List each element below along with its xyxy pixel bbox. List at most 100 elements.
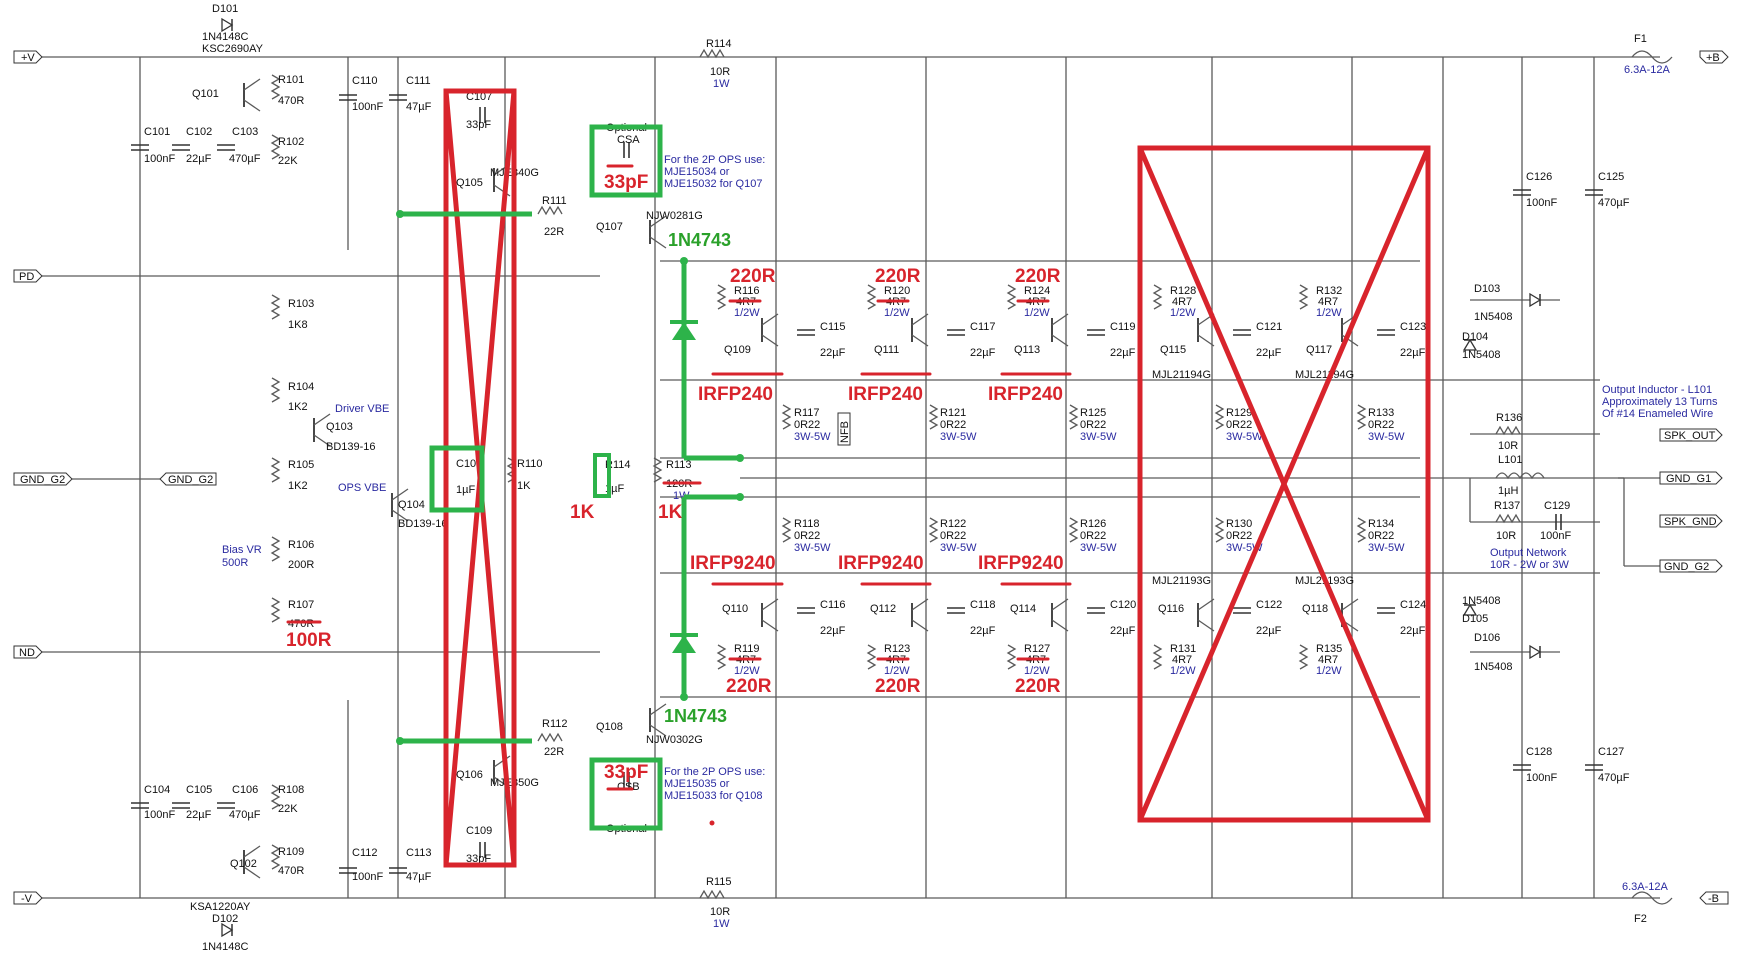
label-q105: Q105: [456, 177, 483, 189]
label-c101: C101: [144, 126, 170, 138]
label-c105-value: 22µF: [186, 809, 212, 821]
label-c111-value: 47µF: [406, 101, 432, 113]
label-r117: R117: [794, 407, 819, 419]
label-r128-watt: 1/2W: [1170, 307, 1196, 319]
label-d106-value: 1N5408: [1474, 661, 1513, 673]
label-r117-watt: 3W-5W: [794, 431, 831, 443]
label-c112-value: 100nF: [352, 871, 383, 883]
label-r107-value: 470R: [288, 618, 314, 630]
label-q101-type: KSC2690AY: [202, 43, 264, 55]
value-strikethroughs: [286, 164, 1072, 791]
label-f2: F2: [1634, 913, 1647, 925]
label-c124: C124: [1400, 599, 1426, 611]
label-q107-type: NJW0281G: [646, 210, 703, 222]
resistor-icon: [1006, 644, 1017, 670]
label-r136-value: 10R: [1498, 440, 1518, 452]
diode-symbols: [221, 17, 1542, 938]
label-c123: C123: [1400, 321, 1426, 333]
label-c129: C129: [1544, 500, 1570, 512]
label-r128: R128: [1170, 285, 1196, 297]
resistor-icon: [1298, 644, 1309, 670]
label-ops2p-top2: MJE15034 or: [664, 166, 730, 178]
label-c122: C122: [1256, 599, 1282, 611]
label-r103: R103: [288, 298, 314, 310]
label-c107-value: 33pF: [466, 119, 491, 131]
port-bplus: +B: [1699, 50, 1729, 64]
label-c127-value: 470µF: [1598, 772, 1630, 784]
transistor-icon: [911, 598, 929, 611]
label-r121: R121: [940, 407, 966, 419]
label-c126-value: 100nF: [1526, 197, 1557, 209]
label-ind-note2: Approximately 13 Turns: [1602, 396, 1718, 408]
diode-icon: [221, 17, 234, 33]
label-l101: L101: [1498, 454, 1522, 466]
label-c122-value: 22µF: [1256, 625, 1282, 637]
resistor-icon: [1068, 404, 1079, 430]
resistor-icon: [270, 294, 281, 320]
label-d103: D103: [1474, 283, 1500, 295]
port-label: GND_G2: [20, 474, 65, 486]
label-r135-watt: 1/2W: [1316, 665, 1342, 677]
label-r126-value: 0R22: [1080, 530, 1106, 542]
resistor-icon: [1152, 644, 1163, 670]
label-r111-value: 22R: [544, 226, 564, 238]
label-c108: C108: [456, 458, 482, 470]
label-r115-watt: 1W: [713, 918, 730, 930]
label-c110: C110: [352, 75, 377, 87]
label-c119-value: 22µF: [1110, 347, 1136, 359]
transistor-icon: [1051, 313, 1069, 326]
rail-wires: [42, 56, 1720, 899]
zener-diode-icon: [670, 320, 698, 340]
label-c113: C113: [406, 847, 431, 859]
port-nd: ND: [13, 645, 43, 659]
label-c106: C106: [232, 784, 258, 796]
port-label: PD: [19, 271, 34, 283]
label-r125: R125: [1080, 407, 1106, 419]
annotation-irfp240: IRFP240: [698, 384, 773, 405]
label-nfb: NFB: [839, 421, 851, 443]
transistor-icon: [391, 488, 409, 501]
label-c107: C107: [466, 91, 492, 103]
port-label: -B: [1708, 893, 1719, 905]
label-r112: R112: [542, 718, 567, 730]
annotation-220r: 220R: [1015, 266, 1061, 287]
label-r114-watt: 1W: [713, 78, 730, 90]
label-r124-watt: 1/2W: [1024, 307, 1050, 319]
transistor-icon: [1051, 619, 1069, 632]
transistor-icon: [243, 866, 261, 879]
label-c115-value: 22µF: [820, 347, 846, 359]
green-markup: [396, 124, 744, 831]
label-r119: R119: [734, 643, 759, 655]
label-mjl21194-q115: MJL21194G: [1152, 369, 1211, 381]
resistor-icon: [866, 644, 877, 670]
label-l101-value: 1µH: [1498, 485, 1518, 497]
annotation-1n4743: 1N4743: [664, 706, 727, 726]
label-c121: C121: [1256, 321, 1282, 333]
annotation-220r: 220R: [730, 266, 776, 287]
label-c125-value: 470µF: [1598, 197, 1630, 209]
label-r136: R136: [1496, 412, 1522, 424]
label-q102-type: KSA1220AY: [190, 901, 251, 913]
resistor-icon: [1495, 425, 1521, 436]
annotation-100r: 100R: [286, 630, 332, 651]
label-c115: C115: [820, 321, 845, 333]
annotation-33pf: 33pF: [604, 762, 648, 783]
label-r105-value: 1K2: [288, 480, 308, 492]
green-box-c108: [429, 445, 485, 513]
label-r134-value: 0R22: [1368, 530, 1394, 542]
resistor-icon: [537, 205, 563, 216]
label-ind-note3: Of #14 Enameled Wire: [1602, 408, 1713, 420]
label-r133-watt: 3W-5W: [1368, 431, 1405, 443]
port-gnd-g1: GND_G1: [1659, 471, 1723, 485]
label-r130: R130: [1226, 518, 1252, 530]
label-c119: C119: [1110, 321, 1135, 333]
label-r119-watt: 1/2W: [734, 665, 760, 677]
label-r110-value: 1K: [517, 480, 531, 492]
resistor-icon: [1214, 517, 1225, 543]
label-r118-value: 0R22: [794, 530, 820, 542]
port-spk-out: SPK_OUT: [1659, 428, 1723, 442]
label-r120-watt: 1/2W: [884, 307, 910, 319]
label-q103-type: BD139-16: [326, 441, 376, 453]
